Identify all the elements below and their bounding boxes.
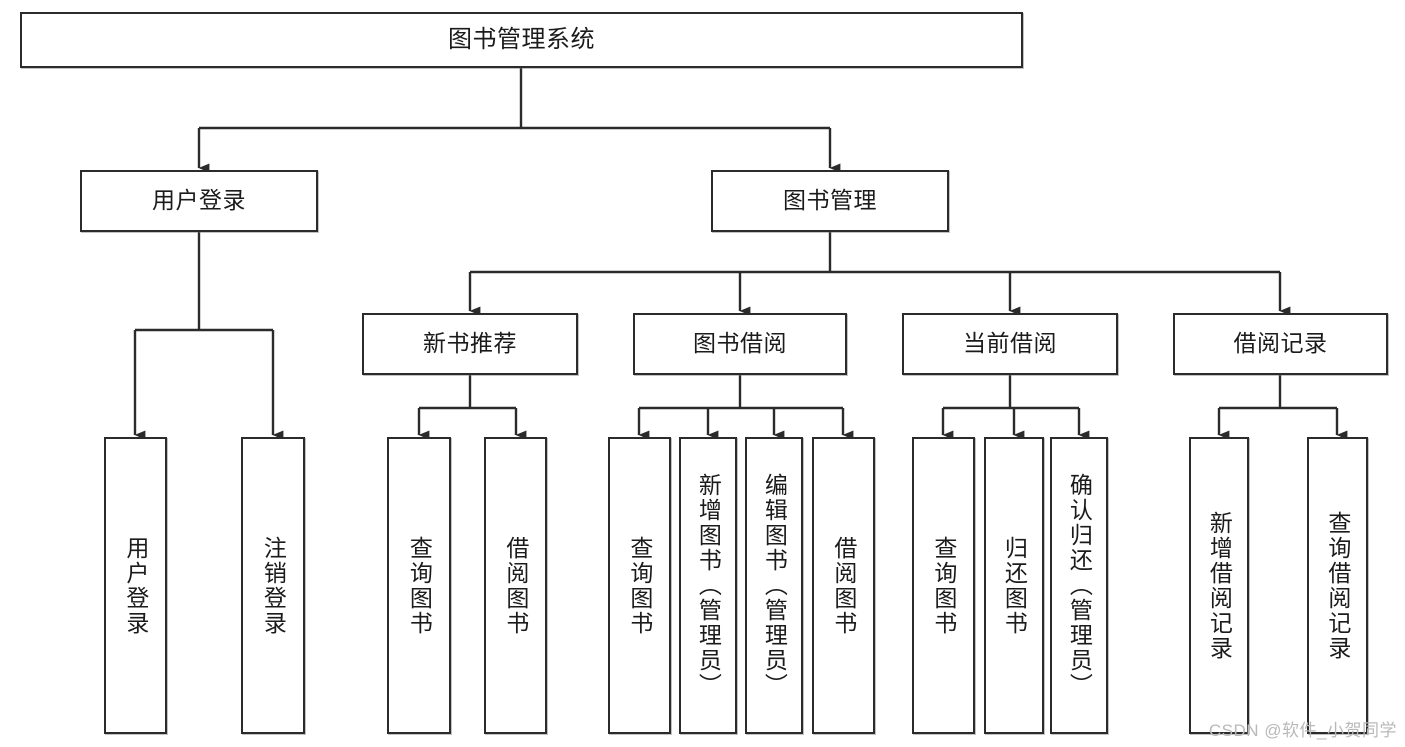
node-user-login-label: 用户登录 bbox=[152, 187, 246, 214]
node-leaf-add-book-label: 新增图书（管理员） bbox=[695, 473, 722, 698]
node-leaf-return-book-label: 归还图书 bbox=[1001, 535, 1028, 636]
node-leaf-edit-book[interactable]: 编辑图书（管理员） bbox=[745, 437, 803, 734]
node-leaf-add-book[interactable]: 新增图书（管理员） bbox=[679, 437, 737, 734]
node-current-borrow[interactable]: 当前借阅 bbox=[902, 313, 1118, 375]
node-leaf-borrow-book-1[interactable]: 借阅图书 bbox=[484, 437, 547, 734]
node-leaf-add-record[interactable]: 新增借阅记录 bbox=[1189, 437, 1249, 734]
node-leaf-query-book-3-label: 查询图书 bbox=[930, 535, 957, 636]
node-borrow-record[interactable]: 借阅记录 bbox=[1173, 313, 1388, 375]
node-leaf-logout[interactable]: 注销登录 bbox=[241, 437, 305, 734]
node-new-book-recommend[interactable]: 新书推荐 bbox=[362, 313, 578, 375]
node-leaf-confirm-return-label: 确认归还（管理员） bbox=[1066, 473, 1093, 698]
node-leaf-query-book-2[interactable]: 查询图书 bbox=[608, 437, 671, 734]
node-root-label: 图书管理系统 bbox=[448, 25, 595, 53]
node-new-book-recommend-label: 新书推荐 bbox=[423, 330, 517, 357]
node-leaf-borrow-book-2-label: 借阅图书 bbox=[830, 535, 857, 636]
node-current-borrow-label: 当前借阅 bbox=[963, 330, 1057, 357]
node-leaf-query-book-2-label: 查询图书 bbox=[626, 535, 653, 636]
node-leaf-query-book-1[interactable]: 查询图书 bbox=[387, 437, 451, 734]
node-book-borrow-label: 图书借阅 bbox=[693, 330, 787, 357]
node-leaf-query-record[interactable]: 查询借阅记录 bbox=[1307, 437, 1368, 734]
node-book-borrow[interactable]: 图书借阅 bbox=[633, 313, 847, 375]
node-leaf-borrow-book-1-label: 借阅图书 bbox=[502, 535, 529, 636]
tree-connectors bbox=[133, 68, 1348, 440]
node-user-login[interactable]: 用户登录 bbox=[80, 170, 318, 232]
node-leaf-user-login-label: 用户登录 bbox=[122, 535, 149, 636]
watermark: CSDN @软件_小贺同学 bbox=[1208, 721, 1397, 740]
node-borrow-record-label: 借阅记录 bbox=[1233, 330, 1328, 357]
node-leaf-logout-label: 注销登录 bbox=[260, 535, 287, 636]
node-leaf-query-book-1-label: 查询图书 bbox=[406, 535, 433, 636]
node-leaf-edit-book-label: 编辑图书（管理员） bbox=[761, 473, 788, 698]
node-leaf-query-record-label: 查询借阅记录 bbox=[1324, 510, 1351, 661]
node-leaf-query-book-3[interactable]: 查询图书 bbox=[912, 437, 975, 734]
node-book-manage-label: 图书管理 bbox=[783, 187, 877, 214]
node-leaf-add-record-label: 新增借阅记录 bbox=[1206, 510, 1233, 661]
node-leaf-user-login[interactable]: 用户登录 bbox=[104, 437, 167, 734]
node-root[interactable]: 图书管理系统 bbox=[20, 12, 1023, 68]
node-leaf-borrow-book-2[interactable]: 借阅图书 bbox=[812, 437, 875, 734]
node-leaf-return-book[interactable]: 归还图书 bbox=[984, 437, 1044, 734]
node-book-manage[interactable]: 图书管理 bbox=[711, 170, 949, 232]
node-leaf-confirm-return[interactable]: 确认归还（管理员） bbox=[1050, 437, 1108, 734]
